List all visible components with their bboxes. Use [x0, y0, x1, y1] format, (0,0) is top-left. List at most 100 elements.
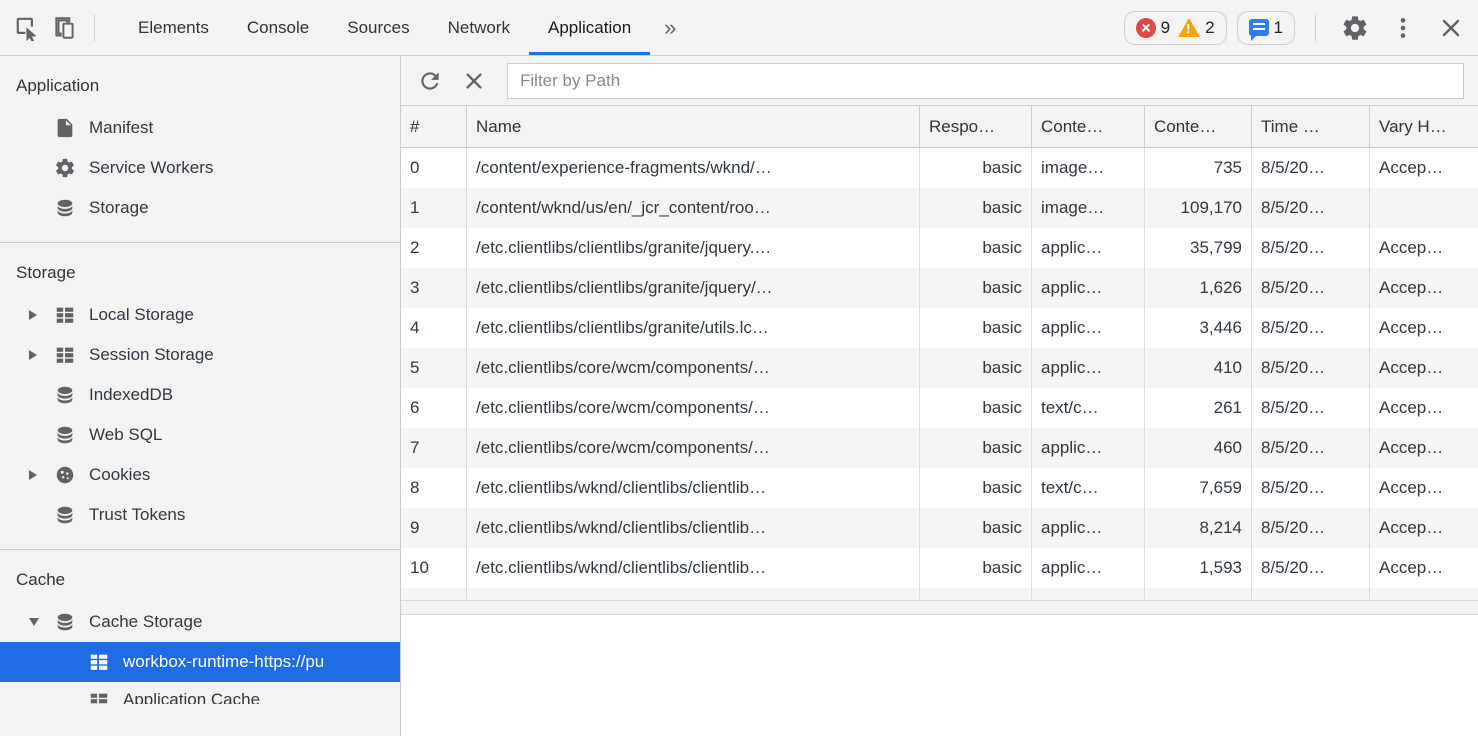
sidebar-item-service-workers[interactable]: Service Workers	[0, 148, 400, 188]
cell-content-length[interactable]: 35,799	[1145, 228, 1252, 268]
cell-num[interactable]: 1	[401, 188, 467, 228]
sidebar-item-indexeddb[interactable]: IndexedDB	[0, 375, 400, 415]
cell-response-type[interactable]: basic	[920, 548, 1032, 588]
sidebar-item-trust-tokens[interactable]: Trust Tokens	[0, 495, 400, 535]
cell-time[interactable]: 8/5/20…	[1252, 588, 1370, 600]
cell-name[interactable]: /etc.clientlibs/core/wcm/components/…	[467, 388, 920, 428]
table-row[interactable]: 0/content/experience-fragments/wknd/…bas…	[401, 148, 1478, 188]
cell-name[interactable]: /etc.clientlibs/clientlibs/granite/jquer…	[467, 228, 920, 268]
sidebar-item-workbox-runtime-cache[interactable]: workbox-runtime-https://pu	[0, 642, 400, 682]
cell-time[interactable]: 8/5/20…	[1252, 308, 1370, 348]
cell-content-length[interactable]: 7,659	[1145, 468, 1252, 508]
column-header-index[interactable]: #	[401, 106, 467, 147]
table-row[interactable]: 5/etc.clientlibs/core/wcm/components/…ba…	[401, 348, 1478, 388]
column-header-name[interactable]: Name	[467, 106, 920, 147]
cell-name[interactable]: /content/wknd/us/en/_jcr_content/roo…	[467, 188, 920, 228]
cell-name[interactable]: /etc.clientlibs/core/wcm/components/…	[467, 428, 920, 468]
horizontal-scrollbar[interactable]	[401, 600, 1478, 615]
sidebar-item-cookies[interactable]: Cookies	[0, 455, 400, 495]
cell-name[interactable]: /etc.clientlibs/wknd/clientlibs/clientli…	[467, 548, 920, 588]
table-row[interactable]: 6/etc.clientlibs/core/wcm/components/…ba…	[401, 388, 1478, 428]
cell-time[interactable]: 8/5/20…	[1252, 228, 1370, 268]
cell-name[interactable]: /content/experience-fragments/wknd/…	[467, 148, 920, 188]
clear-filter-button[interactable]	[455, 62, 493, 100]
cell-response-type[interactable]: basic	[920, 268, 1032, 308]
cell-content-type[interactable]: text/c…	[1032, 388, 1145, 428]
cell-response-type[interactable]: basic	[920, 388, 1032, 428]
cell-response-type[interactable]: basic	[920, 588, 1032, 600]
column-header-content-type[interactable]: Conte…	[1032, 106, 1145, 147]
cell-content-type[interactable]: text/…	[1032, 588, 1145, 600]
cell-time[interactable]: 8/5/20…	[1252, 548, 1370, 588]
tab-console[interactable]: Console	[246, 17, 310, 37]
column-header-time-cached[interactable]: Time …	[1252, 106, 1370, 147]
cell-vary[interactable]: Accep…	[1379, 518, 1444, 537]
cell-num[interactable]: 10	[401, 548, 467, 588]
cell-num[interactable]: 11	[401, 588, 467, 600]
cell-vary[interactable]: Accep…	[1379, 278, 1444, 297]
cell-content-type[interactable]: image…	[1032, 188, 1145, 228]
cell-response-type[interactable]: basic	[920, 468, 1032, 508]
warning-badge[interactable]: 2	[1178, 18, 1215, 38]
sidebar-item-application-cache[interactable]: Application Cache	[0, 682, 400, 704]
cell-content-length[interactable]: 460	[1145, 428, 1252, 468]
cell-content-length[interactable]: 1,626	[1145, 268, 1252, 308]
cell-content-length[interactable]: 3,446	[1145, 308, 1252, 348]
cell-vary[interactable]: User-…	[1370, 588, 1478, 600]
cell-num[interactable]: 7	[401, 428, 467, 468]
cell-name[interactable]: /etc.clientlibs/wknd/clientlibs/clientli…	[467, 588, 920, 600]
cell-content-length[interactable]: 410	[1145, 348, 1252, 388]
cell-time[interactable]: 8/5/20…	[1252, 428, 1370, 468]
toggle-device-toolbar-button[interactable]	[46, 9, 84, 47]
error-badge[interactable]: 9	[1135, 17, 1170, 38]
console-messages-badge[interactable]: 1	[1236, 10, 1295, 45]
disclosure-collapsed-icon[interactable]	[28, 349, 54, 361]
cell-time[interactable]: 8/5/20…	[1252, 348, 1370, 388]
cell-num[interactable]: 2	[401, 228, 467, 268]
cell-response-type[interactable]: basic	[920, 228, 1032, 268]
sidebar-item-session-storage[interactable]: Session Storage	[0, 335, 400, 375]
cell-response-type[interactable]: basic	[920, 148, 1032, 188]
cell-content-length[interactable]: 1,593	[1145, 548, 1252, 588]
cell-vary[interactable]: Accep…	[1379, 158, 1444, 177]
cell-name[interactable]: /etc.clientlibs/wknd/clientlibs/clientli…	[467, 468, 920, 508]
cell-name[interactable]: /etc.clientlibs/core/wcm/components/…	[467, 348, 920, 388]
table-row[interactable]: 8/etc.clientlibs/wknd/clientlibs/clientl…	[401, 468, 1478, 508]
cell-response-type[interactable]: basic	[920, 348, 1032, 388]
table-row[interactable]: 7/etc.clientlibs/core/wcm/components/…ba…	[401, 428, 1478, 468]
cell-content-length[interactable]: 2	[1145, 588, 1252, 600]
tab-application[interactable]: Application	[528, 0, 651, 55]
filter-by-path-input[interactable]	[507, 62, 1464, 99]
cell-content-type[interactable]: applic…	[1032, 268, 1145, 308]
cell-content-type[interactable]: applic…	[1032, 548, 1145, 588]
cell-content-length[interactable]: 109,170	[1145, 188, 1252, 228]
cell-num[interactable]: 3	[401, 268, 467, 308]
column-header-response-type[interactable]: Respo…	[920, 106, 1032, 147]
cell-content-type[interactable]: image…	[1032, 148, 1145, 188]
cell-name[interactable]: /etc.clientlibs/clientlibs/granite/utils…	[467, 308, 920, 348]
disclosure-expanded-icon[interactable]	[28, 617, 54, 627]
cell-num[interactable]: 4	[401, 308, 467, 348]
more-tabs-chevron-icon[interactable]: »	[664, 14, 677, 40]
cell-content-length[interactable]: 261	[1145, 388, 1252, 428]
tab-elements[interactable]: Elements	[138, 17, 209, 37]
sidebar-item-cache-storage[interactable]: Cache Storage	[0, 602, 400, 642]
cell-vary[interactable]: Accep…	[1379, 438, 1444, 457]
cell-name[interactable]: /etc.clientlibs/wknd/clientlibs/clientli…	[467, 508, 920, 548]
tab-network[interactable]: Network	[447, 17, 510, 37]
table-row[interactable]: 4/etc.clientlibs/clientlibs/granite/util…	[401, 308, 1478, 348]
cell-vary[interactable]: Accep…	[1379, 478, 1444, 497]
column-header-content-length[interactable]: Conte…	[1145, 106, 1252, 147]
cell-response-type[interactable]: basic	[920, 308, 1032, 348]
table-row[interactable]: 11/etc.clientlibs/wknd/clientlibs/client…	[401, 588, 1478, 600]
cell-vary[interactable]: Accep…	[1379, 238, 1444, 257]
disclosure-collapsed-icon[interactable]	[28, 469, 54, 481]
cell-num[interactable]: 0	[401, 148, 467, 188]
cell-response-type[interactable]: basic	[920, 428, 1032, 468]
cell-time[interactable]: 8/5/20…	[1252, 188, 1370, 228]
cell-vary[interactable]: Accep…	[1379, 558, 1444, 577]
sidebar-item-storage[interactable]: Storage	[0, 188, 400, 228]
cell-vary[interactable]: Accep…	[1379, 398, 1444, 417]
message-badge[interactable]: 1	[1248, 18, 1283, 41]
cell-vary[interactable]	[1370, 188, 1478, 228]
